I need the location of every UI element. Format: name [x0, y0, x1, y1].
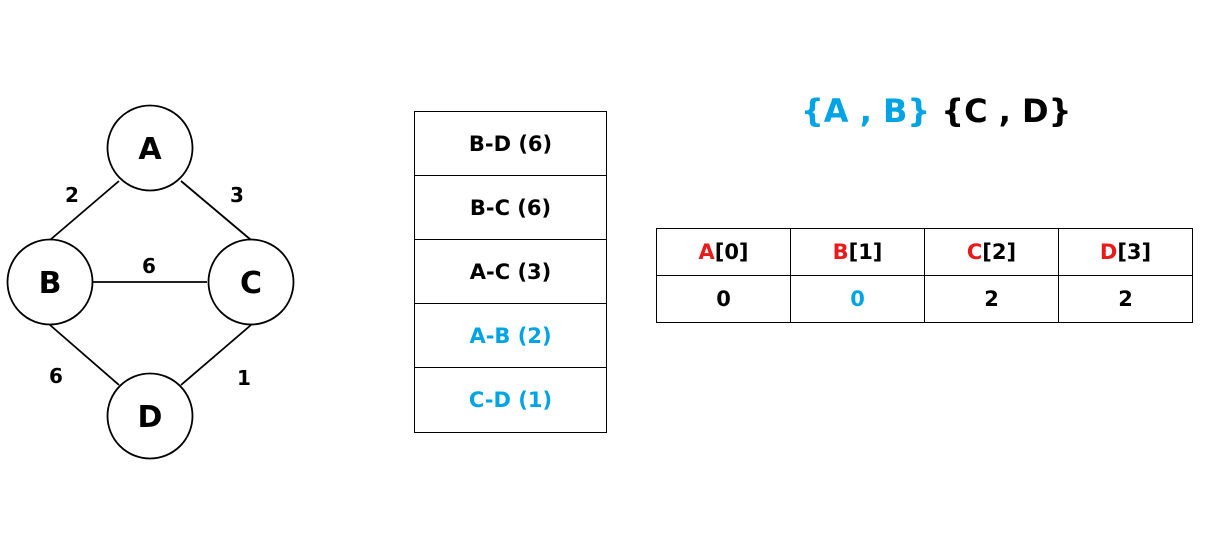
set-second: {C , D}	[941, 92, 1072, 130]
parent-header-d: D[3]	[1058, 228, 1193, 276]
parent-header-b: B[1]	[790, 228, 925, 276]
parent-value-a: 0	[656, 275, 791, 323]
node-d: D	[106, 372, 194, 460]
node-a-label: A	[138, 132, 162, 167]
parent-value-c: 2	[924, 275, 1059, 323]
graph-weights: 2 3 6 6 1	[49, 183, 251, 390]
edge-stack-row-c-d: C-D (1)	[468, 388, 553, 412]
node-b-label: B	[39, 266, 62, 301]
node-name-b: B	[832, 240, 849, 264]
edge-b-d	[49, 324, 120, 386]
weight-a-c: 3	[230, 183, 244, 207]
node-index-c: [2]	[982, 240, 1017, 264]
node-c-label: C	[240, 266, 262, 301]
node-name-c: C	[966, 240, 983, 264]
edge-stack-row-b-d: B-D (6)	[415, 112, 606, 176]
node-b: B	[6, 238, 94, 326]
parent-value-b: 0	[790, 275, 925, 323]
parent-table-header-row: A[0] B[1] C[2] D[3]	[656, 228, 1193, 276]
weight-a-b: 2	[65, 183, 79, 207]
node-a: A	[106, 104, 194, 192]
edge-stack-row-a-b: A-B (2)	[415, 304, 606, 368]
parent-table-value-row: 0 0 2 2	[656, 275, 1193, 323]
edge-stack: B-D (6) B-C (6) A-C (3) A-B (2) C-D (1)	[414, 111, 607, 433]
edge-a-b	[49, 180, 120, 241]
parent-value-d: 2	[1058, 275, 1193, 323]
edge-c-d	[180, 324, 252, 386]
graph-nodes: A B C D	[6, 104, 295, 460]
node-name-a: A	[698, 240, 715, 264]
node-index-a: [0]	[714, 240, 749, 264]
weight-b-d: 6	[49, 364, 63, 388]
set-first: {A , B}	[801, 92, 931, 130]
node-index-d: [3]	[1117, 240, 1152, 264]
parent-header-c: C[2]	[924, 228, 1059, 276]
node-index-b: [1]	[848, 240, 883, 264]
sets-line: {A , B} {C , D}	[801, 92, 1071, 130]
parent-table: A[0] B[1] C[2] D[3] 0 0 2 2	[656, 228, 1193, 323]
weight-b-c: 6	[142, 254, 156, 278]
edge-stack-row-b-c: B-C (6)	[415, 176, 606, 240]
node-d-label: D	[138, 400, 163, 435]
node-name-d: D	[1099, 240, 1118, 264]
graph-diagram: 2 3 6 6 1 A B C D	[6, 104, 295, 460]
weight-c-d: 1	[237, 366, 251, 390]
node-c: C	[207, 238, 295, 326]
edge-stack-row-a-c: A-C (3)	[415, 240, 606, 304]
edge-a-c	[180, 180, 252, 241]
parent-header-a: A[0]	[656, 228, 791, 276]
graph-edges	[49, 180, 252, 386]
